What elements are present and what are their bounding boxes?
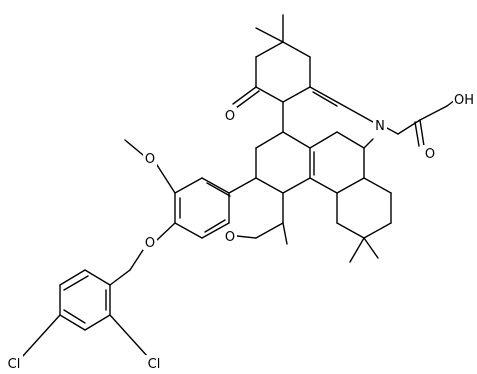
bond-line-4 bbox=[255, 86, 284, 103]
bond-line-56 bbox=[124, 139, 144, 156]
atom-cl-ortho: Cl bbox=[145, 355, 163, 372]
bond-line-16 bbox=[363, 116, 374, 123]
bond-line-31 bbox=[349, 237, 365, 263]
bond-line-66 bbox=[63, 275, 89, 291]
atom-n-ring: N bbox=[373, 117, 387, 134]
bond-line-19 bbox=[363, 138, 374, 149]
bond-line-26 bbox=[336, 222, 365, 239]
atom-label-cl-ortho: Cl bbox=[148, 357, 161, 372]
bond-line-29 bbox=[363, 177, 392, 194]
bond-line-15 bbox=[309, 131, 338, 149]
bond-line-58 bbox=[129, 249, 144, 271]
bond-line-64 bbox=[84, 314, 111, 331]
atom-o-ketone-top: O bbox=[223, 107, 237, 124]
bond-line-60 bbox=[84, 269, 111, 286]
atom-label-n-ring: N bbox=[375, 119, 385, 134]
atom-label-o-ketone-bottom: O bbox=[225, 230, 235, 245]
bond-line-59 bbox=[109, 269, 131, 286]
bond-line-47 bbox=[174, 177, 203, 194]
bond-line-70 bbox=[109, 314, 149, 358]
bond-line-9 bbox=[235, 90, 260, 109]
bond-line-11 bbox=[309, 86, 338, 103]
atom-oh-acid: OH bbox=[453, 91, 475, 108]
bond-line-49 bbox=[174, 222, 203, 239]
bond-line-17 bbox=[386, 127, 399, 135]
bond-line-67 bbox=[63, 309, 86, 324]
bond-line-8 bbox=[232, 86, 257, 105]
atom-o-ether: O bbox=[143, 234, 157, 251]
bond-line-7 bbox=[282, 41, 311, 58]
atom-o-ketone-bottom: O bbox=[223, 228, 237, 245]
bond-line-40 bbox=[397, 119, 421, 135]
bond-line-41 bbox=[419, 105, 448, 121]
atom-label-oh: OH bbox=[454, 93, 474, 108]
atom-label-o-ether: O bbox=[145, 236, 155, 251]
bond-lines bbox=[21, 14, 456, 358]
bond-line-2 bbox=[255, 41, 284, 58]
bond-line-13 bbox=[336, 101, 365, 118]
bond-line-38 bbox=[236, 235, 257, 239]
atom-label-cl-para: Cl bbox=[8, 357, 21, 372]
bond-line-63 bbox=[59, 314, 86, 331]
bond-line-35 bbox=[255, 131, 284, 149]
bond-line-14 bbox=[282, 131, 311, 149]
bond-line-61 bbox=[59, 269, 86, 286]
bond-line-45 bbox=[228, 177, 257, 194]
bond-line-1 bbox=[255, 27, 284, 43]
atom-label-o-ketone-top: O bbox=[225, 109, 235, 124]
atom-label-o-methoxy: O bbox=[145, 152, 155, 167]
atom-cl-para: Cl bbox=[5, 355, 23, 372]
bond-line-57 bbox=[156, 222, 176, 241]
bond-line-43 bbox=[419, 119, 425, 147]
bond-line-22 bbox=[309, 177, 338, 194]
bond-line-52 bbox=[206, 182, 231, 197]
bond-line-33 bbox=[255, 177, 284, 194]
bond-line-50 bbox=[201, 222, 230, 239]
bond-line-30 bbox=[363, 237, 379, 259]
bond-line-37 bbox=[255, 222, 284, 239]
bond-line-12 bbox=[312, 91, 338, 107]
atom-label-o-acid-carbonyl: O bbox=[425, 147, 435, 162]
bond-line-55 bbox=[156, 164, 176, 194]
bond-line-5 bbox=[282, 86, 311, 103]
atom-o-acid-carbonyl: O bbox=[423, 145, 437, 162]
bond-line-46 bbox=[201, 177, 230, 194]
atom-o-methoxy: O bbox=[143, 150, 157, 167]
bond-line-27 bbox=[363, 222, 392, 239]
bond-line-39 bbox=[282, 222, 288, 245]
bond-line-18 bbox=[336, 131, 365, 149]
bond-line-21 bbox=[336, 177, 365, 194]
bond-line-32 bbox=[282, 177, 311, 194]
bond-line-44 bbox=[414, 121, 420, 147]
bond-line-69 bbox=[21, 314, 61, 358]
bond-line-54 bbox=[204, 219, 226, 233]
